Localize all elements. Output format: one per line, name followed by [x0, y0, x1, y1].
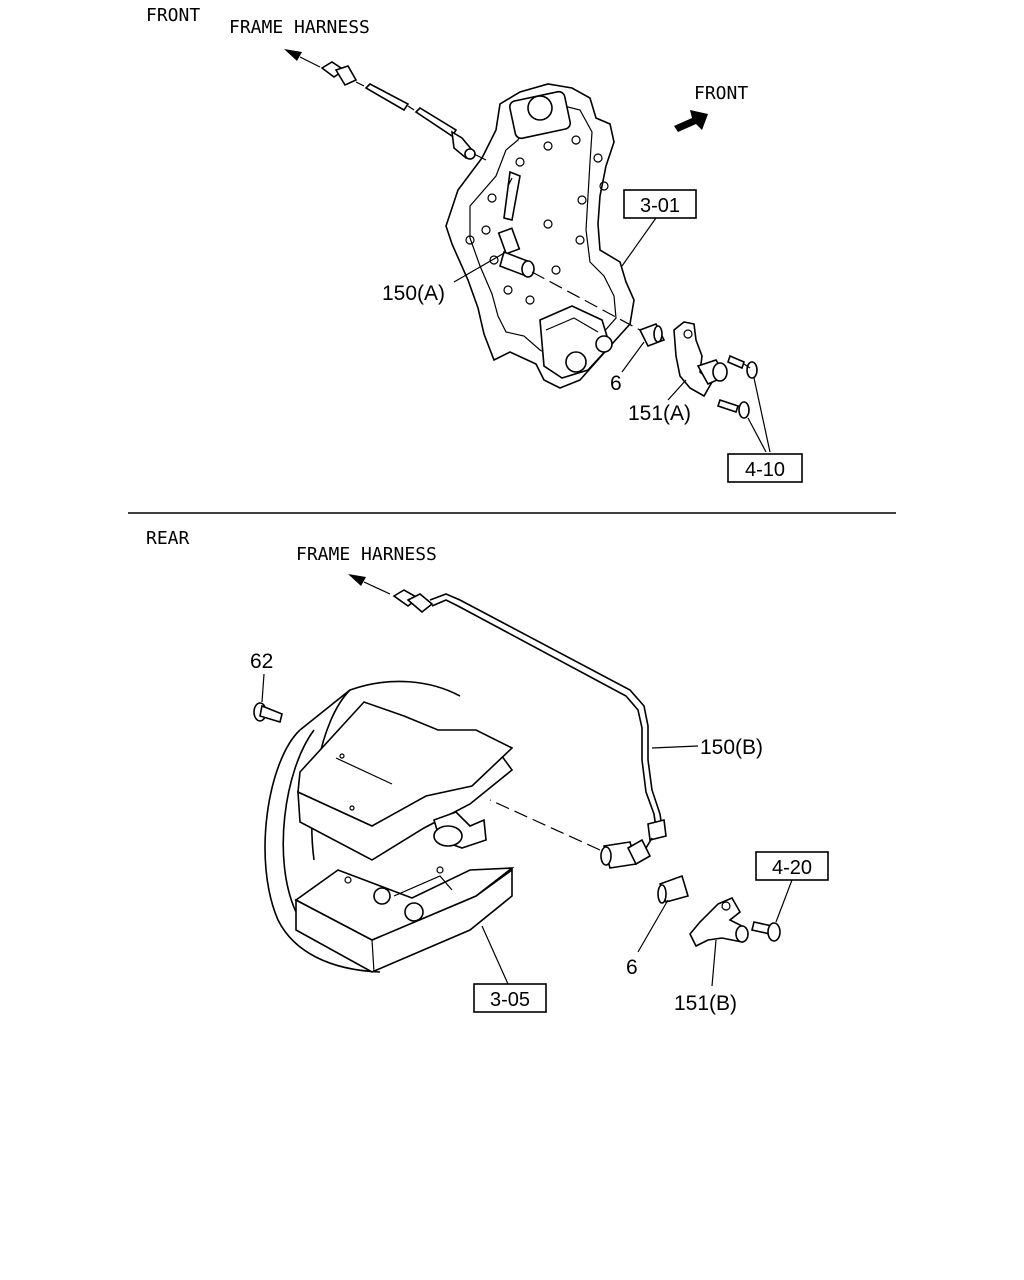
front-part-label-bracket: 151(A) — [628, 402, 691, 425]
front-section: FRONT FRAME HARNESS — [146, 5, 803, 483]
front-sensor-bushing — [638, 322, 666, 348]
front-bolt-leader-1 — [753, 377, 771, 453]
rear-ref-drum-leader — [481, 925, 509, 985]
front-sensor-axis-line — [531, 271, 641, 331]
front-sensor-bracket — [673, 321, 728, 398]
front-bushing-leader — [621, 341, 645, 373]
front-section-title: FRONT — [146, 5, 200, 26]
front-ref-plate-label: 3-01 — [640, 195, 680, 217]
front-direction-arrow — [674, 110, 708, 132]
rear-bracket-leader — [711, 939, 717, 987]
rear-part-label-sensor: 150(B) — [700, 736, 763, 759]
front-harness-arrow — [284, 49, 321, 68]
rear-sensor-bracket — [689, 896, 749, 948]
rear-harness-label: FRAME HARNESS — [296, 544, 437, 565]
rear-ref-drum-label: 3-05 — [490, 989, 530, 1011]
rear-section: REAR FRAME HARNESS — [146, 528, 829, 1015]
rear-part-label-bracket: 151(B) — [674, 992, 737, 1015]
front-harness-label: FRAME HARNESS — [229, 17, 370, 38]
rear-screw-leader — [261, 673, 265, 703]
front-sensor-leader — [453, 251, 507, 283]
front-backing-plate — [445, 83, 635, 389]
front-direction-label: FRONT — [694, 83, 748, 104]
rear-sensor-bushing — [657, 874, 690, 904]
front-bracket-leader — [667, 379, 687, 401]
front-ref-box-bolts — [727, 453, 803, 483]
rear-part-label-bushing: 6 — [626, 956, 638, 979]
rear-sensor-axis-line — [489, 799, 601, 851]
rear-ref-box-drum — [473, 983, 547, 1013]
front-bracket-bolts — [716, 354, 758, 419]
rear-section-title: REAR — [146, 528, 190, 549]
rear-harness-cable — [392, 589, 667, 853]
rear-part-label-screw: 62 — [250, 650, 273, 673]
rear-brake-shoes — [294, 701, 515, 973]
rear-ref-bolt-label: 4-20 — [772, 857, 812, 879]
front-part-label-sensor: 150(A) — [382, 282, 445, 305]
rear-bracket-bolt — [751, 921, 781, 942]
rear-wheel-speed-sensor — [600, 838, 652, 869]
front-ref-plate-leader — [621, 217, 657, 267]
front-wheel-speed-sensor — [497, 170, 535, 278]
rear-bushing-leader — [637, 899, 669, 953]
rear-sensor-leader — [651, 745, 699, 749]
front-harness-connector — [320, 61, 487, 161]
rear-drum-screw — [253, 702, 283, 724]
front-ref-bolts-label: 4-10 — [745, 459, 785, 481]
rear-harness-arrow — [348, 574, 391, 595]
front-part-label-bushing: 6 — [610, 372, 622, 395]
front-bolt-leader-2 — [747, 417, 767, 453]
front-ref-box-plate — [623, 189, 697, 219]
rear-brake-hardware — [344, 811, 487, 922]
rear-bolt-leader — [775, 879, 793, 923]
